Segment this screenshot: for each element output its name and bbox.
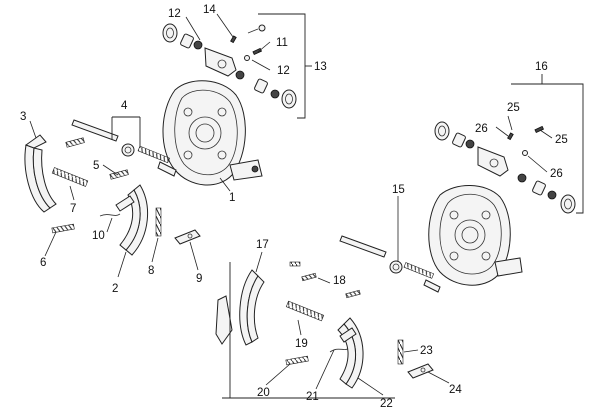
callout-26-right: 26	[550, 168, 563, 180]
callout-24: 24	[449, 384, 462, 396]
callout-17: 17	[256, 239, 269, 251]
parking-lever-lower	[407, 363, 434, 379]
callout-8: 8	[148, 265, 154, 277]
callout-7: 7	[70, 203, 76, 215]
callout-10: 10	[92, 230, 105, 242]
callout-3: 3	[20, 111, 26, 123]
callout-4: 4	[121, 100, 128, 112]
callout-23: 23	[420, 345, 433, 357]
callout-25-right: 25	[555, 134, 568, 146]
brake-shoe-left-primary	[24, 134, 57, 213]
callout-20: 20	[257, 387, 270, 399]
callout-2: 2	[112, 283, 118, 295]
callout-26-left: 26	[475, 123, 488, 135]
callout-14: 14	[203, 4, 216, 16]
callout-1: 1	[229, 192, 235, 204]
callout-12-top: 12	[168, 8, 181, 20]
wheel-cylinder-assembly-left	[162, 23, 297, 109]
backing-plate-right	[428, 185, 523, 286]
brake-shoe-left-secondary	[115, 184, 149, 256]
callout-13: 13	[314, 61, 327, 73]
brake-shoe-lower-secondary	[337, 317, 364, 389]
callout-21: 21	[306, 391, 319, 403]
callout-15: 15	[392, 184, 405, 196]
callout-11: 11	[276, 37, 288, 49]
callout-22: 22	[380, 398, 393, 410]
wheel-cylinder-assembly-right	[434, 121, 576, 214]
callout-25-left: 25	[507, 102, 520, 114]
callout-12-bottom: 12	[277, 65, 290, 77]
callout-18: 18	[333, 275, 346, 287]
adjuster-strut-left	[71, 119, 177, 177]
return-springs-left	[51, 137, 162, 237]
brake-shoe-lower-primary	[215, 261, 317, 346]
backing-plate-left	[162, 80, 263, 186]
callout-6: 6	[40, 257, 46, 269]
bracket-4	[111, 116, 141, 148]
parking-lever-left	[174, 229, 201, 245]
leader-lines	[29, 13, 553, 396]
callout-19: 19	[295, 338, 308, 350]
adjuster-strut-right	[339, 235, 441, 293]
callout-9: 9	[196, 273, 202, 285]
callout-16: 16	[535, 61, 548, 73]
return-springs-lower	[285, 289, 404, 366]
callout-5: 5	[93, 160, 99, 172]
bracket-16	[511, 83, 584, 214]
